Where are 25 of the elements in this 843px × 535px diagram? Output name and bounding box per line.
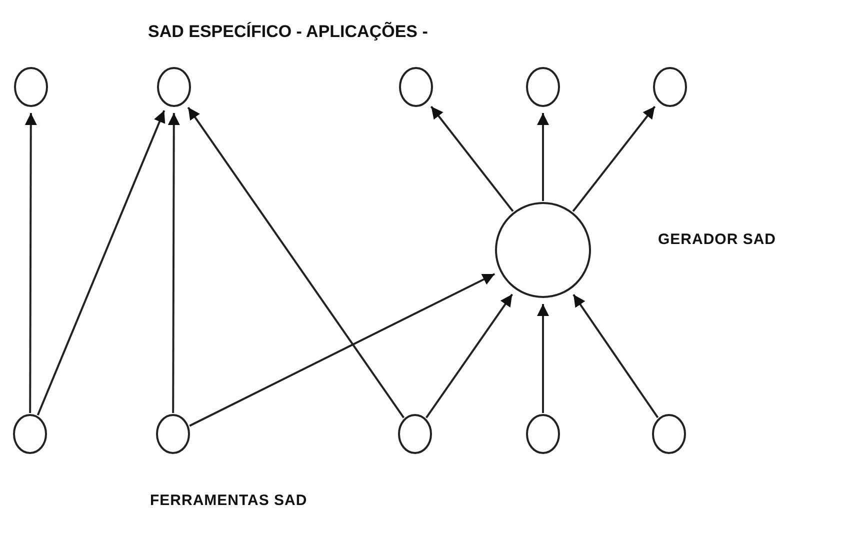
group-label: GERADOR SAD [658, 231, 776, 248]
arrow [36, 110, 166, 416]
node-circle [526, 414, 560, 454]
arrow [24, 113, 37, 413]
node-circle [156, 414, 190, 454]
arrow [572, 294, 659, 418]
node-circle [652, 414, 686, 454]
diagram-title: SAD ESPECÍFICO - APLICAÇÕES - [148, 22, 428, 42]
arrow [572, 106, 656, 212]
arrow [168, 113, 180, 413]
arrow [537, 113, 549, 201]
group-label: FERRAMENTAS SAD [150, 492, 308, 509]
generator-circle [495, 202, 591, 298]
arrow [430, 106, 514, 212]
node-circle [157, 67, 191, 107]
node-circle [13, 414, 47, 454]
node-circle [14, 67, 48, 107]
node-circle [653, 67, 687, 107]
node-circle [526, 67, 560, 107]
node-circle [398, 414, 432, 454]
node-circle [399, 67, 433, 107]
arrow [187, 106, 405, 418]
arrow [189, 273, 496, 427]
arrow [537, 304, 549, 413]
arrow [425, 294, 514, 418]
